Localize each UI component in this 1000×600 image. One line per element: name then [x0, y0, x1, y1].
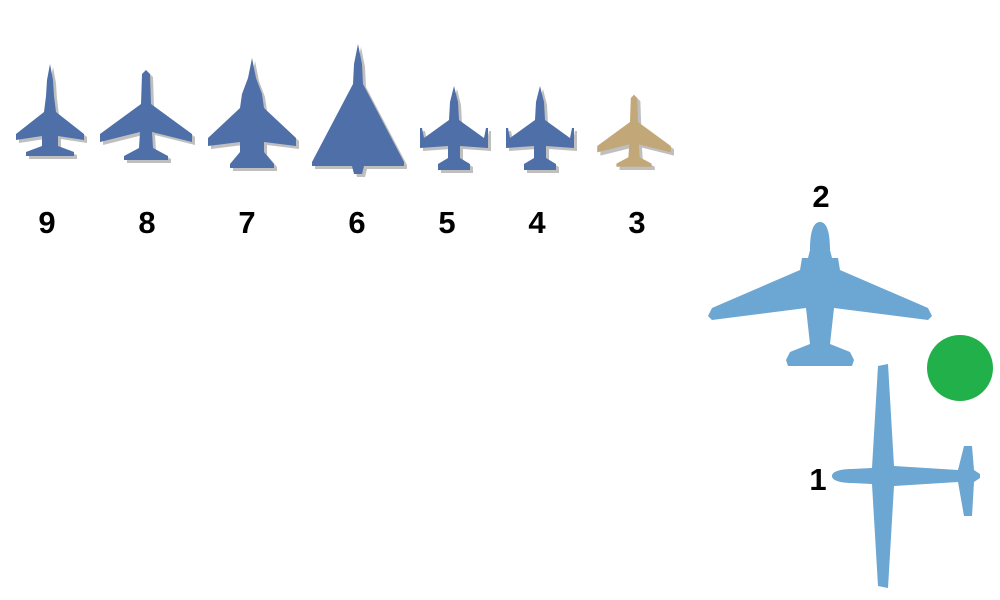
aircraft-piece-8[interactable] [100, 70, 195, 163]
piece-label-2: 2 [812, 179, 829, 214]
aircraft-piece-5[interactable] [420, 86, 491, 173]
twin-prop-transport-icon [708, 222, 932, 366]
piece-label-8: 8 [138, 205, 155, 240]
piece-label-3: 3 [628, 205, 645, 240]
aircraft-piece-3[interactable] [597, 94, 674, 170]
piece-label-9: 9 [38, 205, 55, 240]
piece-label-5: 5 [438, 205, 455, 240]
light-fighter-icon [506, 86, 574, 170]
light-fighter-icon [420, 86, 488, 170]
aircraft-piece-6[interactable] [312, 44, 407, 177]
twin-engine-fighter-icon [208, 58, 296, 168]
aircraft-piece-2[interactable] [708, 222, 932, 366]
piece-label-4: 4 [528, 205, 546, 240]
swept-wing-jet-icon [597, 94, 671, 167]
fighter-jet-icon [16, 64, 84, 156]
aircraft-piece-7[interactable] [208, 58, 299, 171]
piece-label-1: 1 [809, 462, 826, 497]
aircraft-piece-4[interactable] [506, 86, 577, 173]
green-circle-marker-icon[interactable] [927, 335, 993, 401]
piece-label-7: 7 [238, 205, 255, 240]
delta-wing-jet-icon [312, 44, 404, 174]
aircraft-piece-9[interactable] [16, 64, 87, 159]
piece-label-6: 6 [348, 205, 365, 240]
swept-wing-jet-icon [100, 70, 192, 160]
